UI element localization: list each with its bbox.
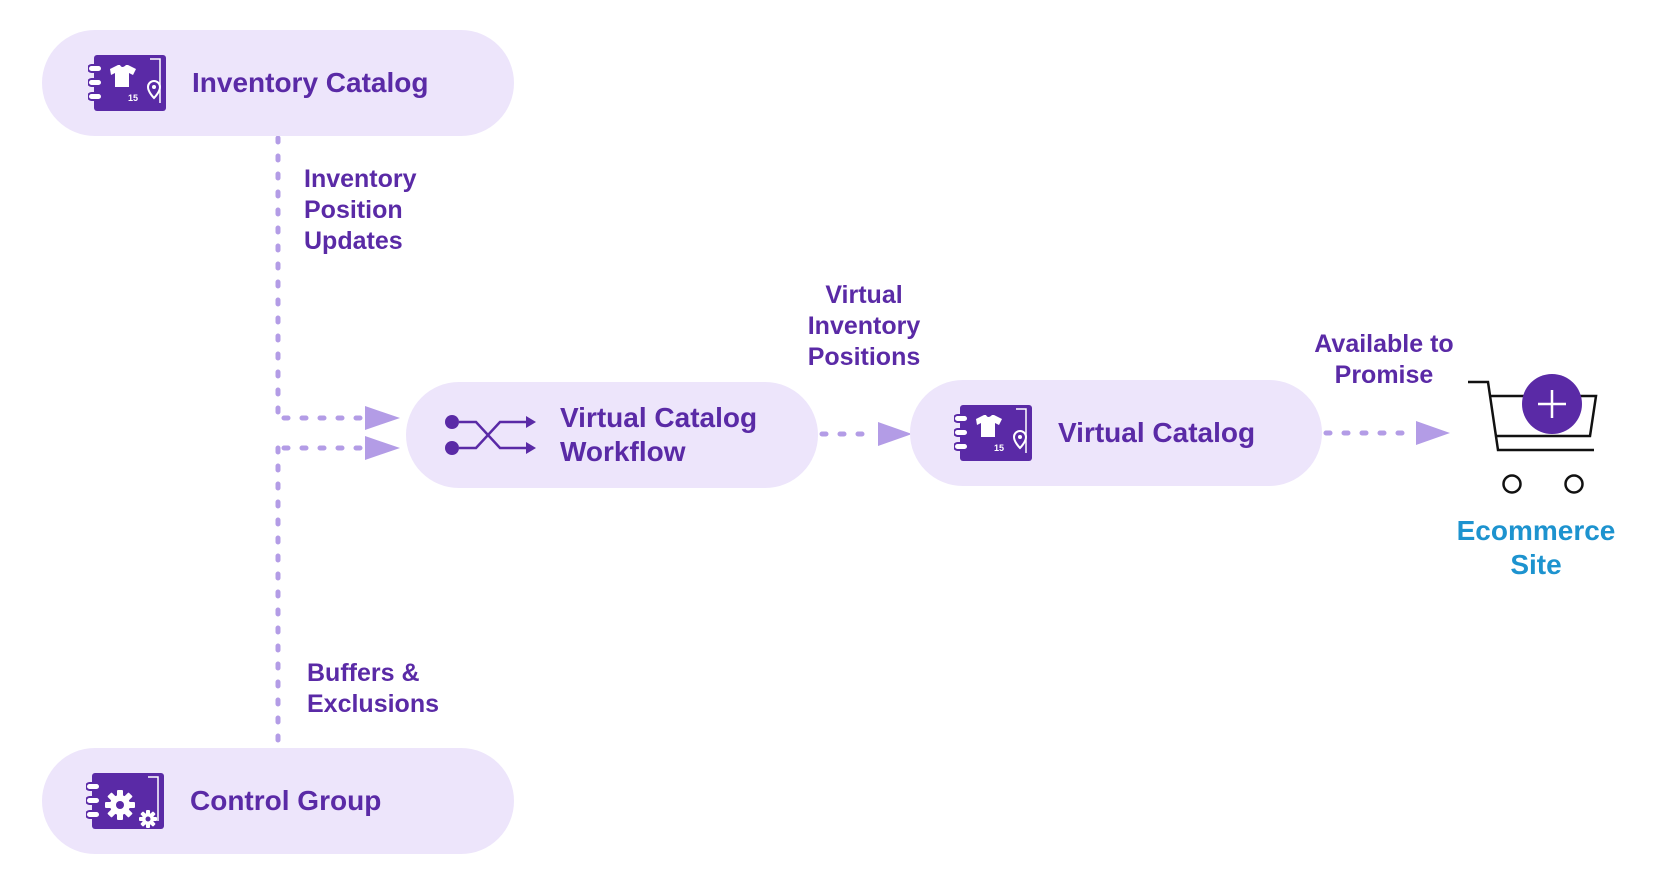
virtual-catalog-workflow-node[interactable]: Virtual Catalog Workflow <box>406 382 818 488</box>
inventory-catalog-title: Inventory Catalog <box>192 67 429 98</box>
arrowhead-bottom <box>365 436 400 460</box>
control-group-icon <box>86 773 164 829</box>
arrowhead-top <box>365 406 400 430</box>
virtual-catalog-node[interactable]: 15 Virtual Catalog <box>910 380 1322 486</box>
catalog-badge: 15 <box>128 93 138 103</box>
edge-label-available-to-promise: Available to Promise <box>1314 330 1454 389</box>
catalog-icon: 15 <box>954 405 1032 461</box>
edge-label-buffers-exclusions: Buffers & Exclusions <box>307 659 439 718</box>
control-group-node[interactable]: Control Group <box>42 748 514 854</box>
gear-icon <box>105 790 135 820</box>
arrowhead-to-virtual-catalog <box>878 422 912 446</box>
catalog-icon: 15 <box>88 55 166 111</box>
edge-label-virtual-positions: Virtual Inventory Positions <box>807 281 921 371</box>
inventory-catalog-node[interactable]: 15 Inventory Catalog <box>42 30 514 136</box>
arrowhead-to-ecommerce <box>1416 421 1450 445</box>
virtual-catalog-title: Virtual Catalog <box>1058 417 1256 448</box>
control-group-title: Control Group <box>190 785 382 816</box>
edge-label-inventory-updates: Inventory Position Updates <box>304 165 417 255</box>
workflow-shuffle-icon <box>445 415 536 455</box>
workflow-title: Virtual Catalog Workflow <box>560 402 758 467</box>
catalog-badge: 15 <box>994 443 1004 453</box>
shopping-cart-icon[interactable] <box>1466 370 1606 500</box>
small-gear-icon <box>139 810 157 828</box>
ecommerce-site-label: Ecommerce Site <box>1456 515 1616 580</box>
